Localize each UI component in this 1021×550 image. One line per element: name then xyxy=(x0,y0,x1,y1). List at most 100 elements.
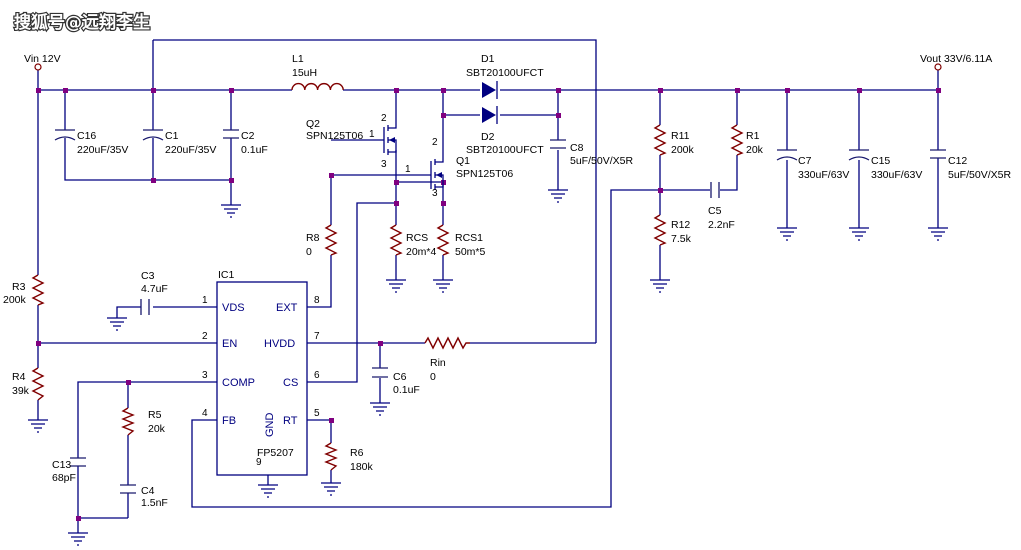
capacitor-c5-icon xyxy=(710,182,720,198)
c13-ref: C13 xyxy=(52,459,71,471)
vout-label: Vout 33V/6.11A xyxy=(920,53,992,65)
c15-ref: C15 xyxy=(871,155,890,167)
r11-value: 200k xyxy=(671,144,695,156)
r6-value: 180k xyxy=(350,461,374,473)
svg-text:1: 1 xyxy=(405,164,411,175)
r1-value: 20k xyxy=(746,144,764,156)
svg-text:2: 2 xyxy=(381,113,387,124)
resistor-r6-icon xyxy=(324,442,338,471)
resistor-r12-icon xyxy=(653,214,667,246)
c16-ref: C16 xyxy=(77,130,96,142)
inductor-l1-icon xyxy=(291,82,344,91)
pin-rt-label: RT xyxy=(283,415,298,427)
c12-ref: C12 xyxy=(948,155,967,167)
vout-terminal-icon xyxy=(934,63,942,71)
capacitor-c13-icon xyxy=(70,457,86,467)
capacitor-c1-icon xyxy=(142,129,164,141)
pin-comp-label: COMP xyxy=(222,377,255,389)
diode-d1-icon xyxy=(482,81,498,99)
resistor-r1-icon xyxy=(730,124,744,156)
vin-label: Vin 12V xyxy=(24,53,61,65)
resistor-r8-icon xyxy=(324,224,338,256)
q1-ref: Q1 xyxy=(456,155,470,167)
c8-ref: C8 xyxy=(570,142,584,154)
ic1-part: FP5207 xyxy=(257,447,294,459)
svg-text:8: 8 xyxy=(314,295,320,306)
watermark-text: 搜狐号@远翔李生 xyxy=(14,12,150,33)
svg-text:5: 5 xyxy=(314,408,320,419)
rcs-value: 20m*4 xyxy=(406,246,437,258)
rcs1-ref: RCS1 xyxy=(455,232,483,244)
c5-ref: C5 xyxy=(708,205,722,217)
c8-value: 5uF/50V/X5R xyxy=(570,155,633,167)
r4-ref: R4 xyxy=(12,371,26,383)
resistor-r4-icon xyxy=(31,367,45,401)
capacitor-c3-icon xyxy=(140,299,150,315)
r12-value: 7.5k xyxy=(671,233,692,245)
c2-ref: C2 xyxy=(241,130,255,142)
ic1-ref: IC1 xyxy=(218,269,235,281)
c15-value: 330uF/63V xyxy=(871,169,922,181)
d2-ref: D2 xyxy=(481,131,495,143)
r12-ref: R12 xyxy=(671,219,690,231)
d1-value: SBT20100UFCT xyxy=(466,67,544,79)
r3-ref: R3 xyxy=(12,281,26,293)
capacitor-c4-icon xyxy=(120,484,136,494)
c6-value: 0.1uF xyxy=(393,384,420,396)
ic1-body xyxy=(216,281,308,476)
c2-value: 0.1uF xyxy=(241,144,268,156)
c4-ref: C4 xyxy=(141,485,155,497)
pin-ext-label: EXT xyxy=(276,302,298,314)
c1-value: 220uF/35V xyxy=(165,144,216,156)
r3-value: 200k xyxy=(3,294,27,306)
svg-text:2: 2 xyxy=(432,137,438,148)
c7-value: 330uF/63V xyxy=(798,169,849,181)
c12-value: 5uF/50V/X5R xyxy=(948,169,1011,181)
mosfet-q1-icon xyxy=(423,150,444,190)
diode-d2-icon xyxy=(482,106,498,124)
r8-ref: R8 xyxy=(306,232,320,244)
l1-ref: L1 xyxy=(292,53,304,65)
pin-vds-label: VDS xyxy=(222,302,245,314)
resistor-r11-icon xyxy=(653,124,667,156)
resistor-rin-icon xyxy=(424,336,470,350)
rin-value: 0 xyxy=(430,371,436,383)
c13-value: 68pF xyxy=(52,472,76,484)
r11-ref: R11 xyxy=(671,130,690,142)
pin-hvdd-label: HVDD xyxy=(264,338,295,350)
r1-ref: R1 xyxy=(746,130,760,142)
pin-cs-label: CS xyxy=(283,377,298,389)
l1-value: 15uH xyxy=(292,67,317,79)
svg-text:1: 1 xyxy=(369,129,375,140)
rin-ref: Rin xyxy=(430,357,446,369)
c3-value: 4.7uF xyxy=(141,283,168,295)
pin-fb-label: FB xyxy=(222,415,236,427)
capacitor-c15-icon xyxy=(848,149,870,161)
c16-value: 220uF/35V xyxy=(77,144,128,156)
wires xyxy=(37,39,939,533)
svg-text:9: 9 xyxy=(256,457,262,468)
rcs1-value: 50m*5 xyxy=(455,246,486,258)
mosfet-q2-icon xyxy=(376,115,397,155)
svg-text:2: 2 xyxy=(202,331,208,342)
c3-ref: C3 xyxy=(141,270,155,282)
capacitor-c12-icon xyxy=(930,149,946,159)
resistor-rcs1-icon xyxy=(436,224,450,256)
resistor-r5-icon xyxy=(121,407,135,436)
svg-text:7: 7 xyxy=(314,331,320,342)
q1-value: SPN125T06 xyxy=(456,168,513,180)
pin-en-label: EN xyxy=(222,338,237,350)
resistor-rcs-icon xyxy=(389,224,403,256)
r5-ref: R5 xyxy=(148,409,162,421)
rcs-ref: RCS xyxy=(406,232,428,244)
ground-symbols xyxy=(28,189,948,546)
d1-ref: D1 xyxy=(481,53,495,65)
resistor-r3-icon xyxy=(31,274,45,306)
capacitor-c8-icon xyxy=(550,139,566,149)
c4-value: 1.5nF xyxy=(141,497,168,509)
junctions xyxy=(36,88,941,521)
c7-ref: C7 xyxy=(798,155,812,167)
capacitor-c16-icon xyxy=(54,129,76,141)
svg-text:3: 3 xyxy=(432,188,438,199)
